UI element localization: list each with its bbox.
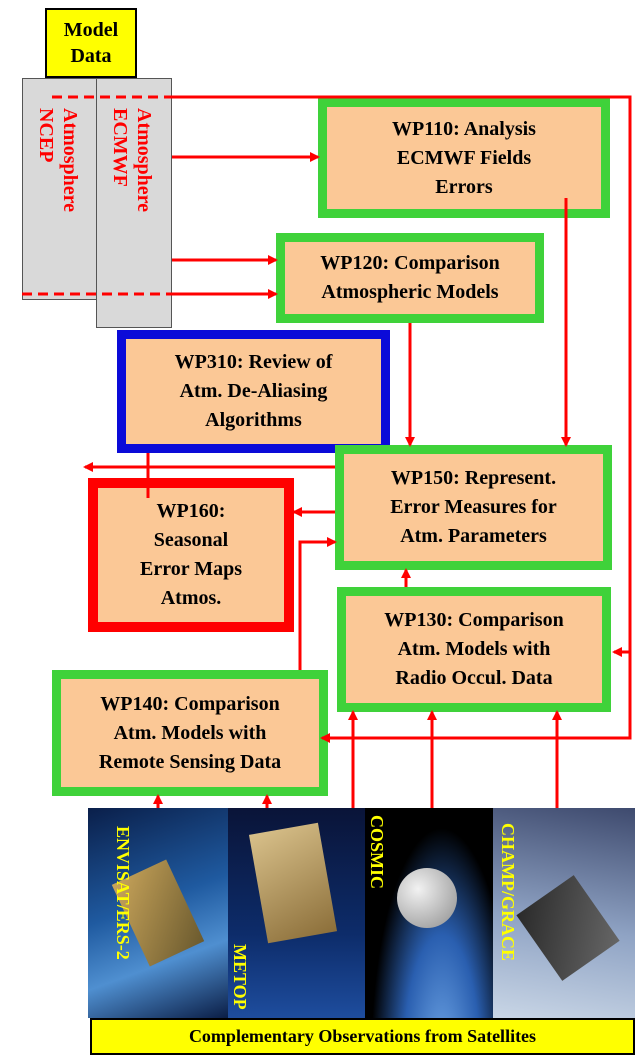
wp150-box: WP150: Represent. Error Measures for Atm… xyxy=(335,445,612,570)
sat-label-champ-grace: CHAMP/GRACE xyxy=(498,823,518,961)
metop-image xyxy=(228,808,365,1018)
sat-label-envisat: ENVISAT/ERS-2 xyxy=(113,826,133,960)
ecmwf-column xyxy=(96,78,172,328)
cosmic-image xyxy=(365,808,493,1018)
sat-label-cosmic: COSMIC xyxy=(367,815,387,890)
arrow-wp140-wp150 xyxy=(298,537,337,670)
champ-grace-image xyxy=(493,808,635,1018)
outer-loop-line xyxy=(172,95,632,743)
model-data-title: Model Data xyxy=(63,19,119,67)
ncep-label: Atmosphere NCEP xyxy=(35,108,81,213)
footer-label: Complementary Observations from Satellit… xyxy=(188,1026,537,1046)
envisat-image xyxy=(88,808,228,1018)
wp120-box: WP120: Comparison Atmospheric Models xyxy=(276,233,544,323)
wp310-box: WP310: Review of Atm. De-Aliasing Algori… xyxy=(117,330,390,453)
ecmwf-label: Atmosphere ECMWF xyxy=(109,108,155,213)
wp110-box: WP110: Analysis ECMWF Fields Errors xyxy=(318,98,610,218)
model-data-header: Model Data xyxy=(45,8,137,78)
wp160-box: WP160: Seasonal Error Maps Atmos. xyxy=(88,478,294,632)
footer-bar: Complementary Observations from Satellit… xyxy=(90,1018,635,1055)
wp130-box: WP130: Comparison Atm. Models with Radio… xyxy=(337,587,611,712)
sat-label-metop: METOP xyxy=(230,944,250,1010)
